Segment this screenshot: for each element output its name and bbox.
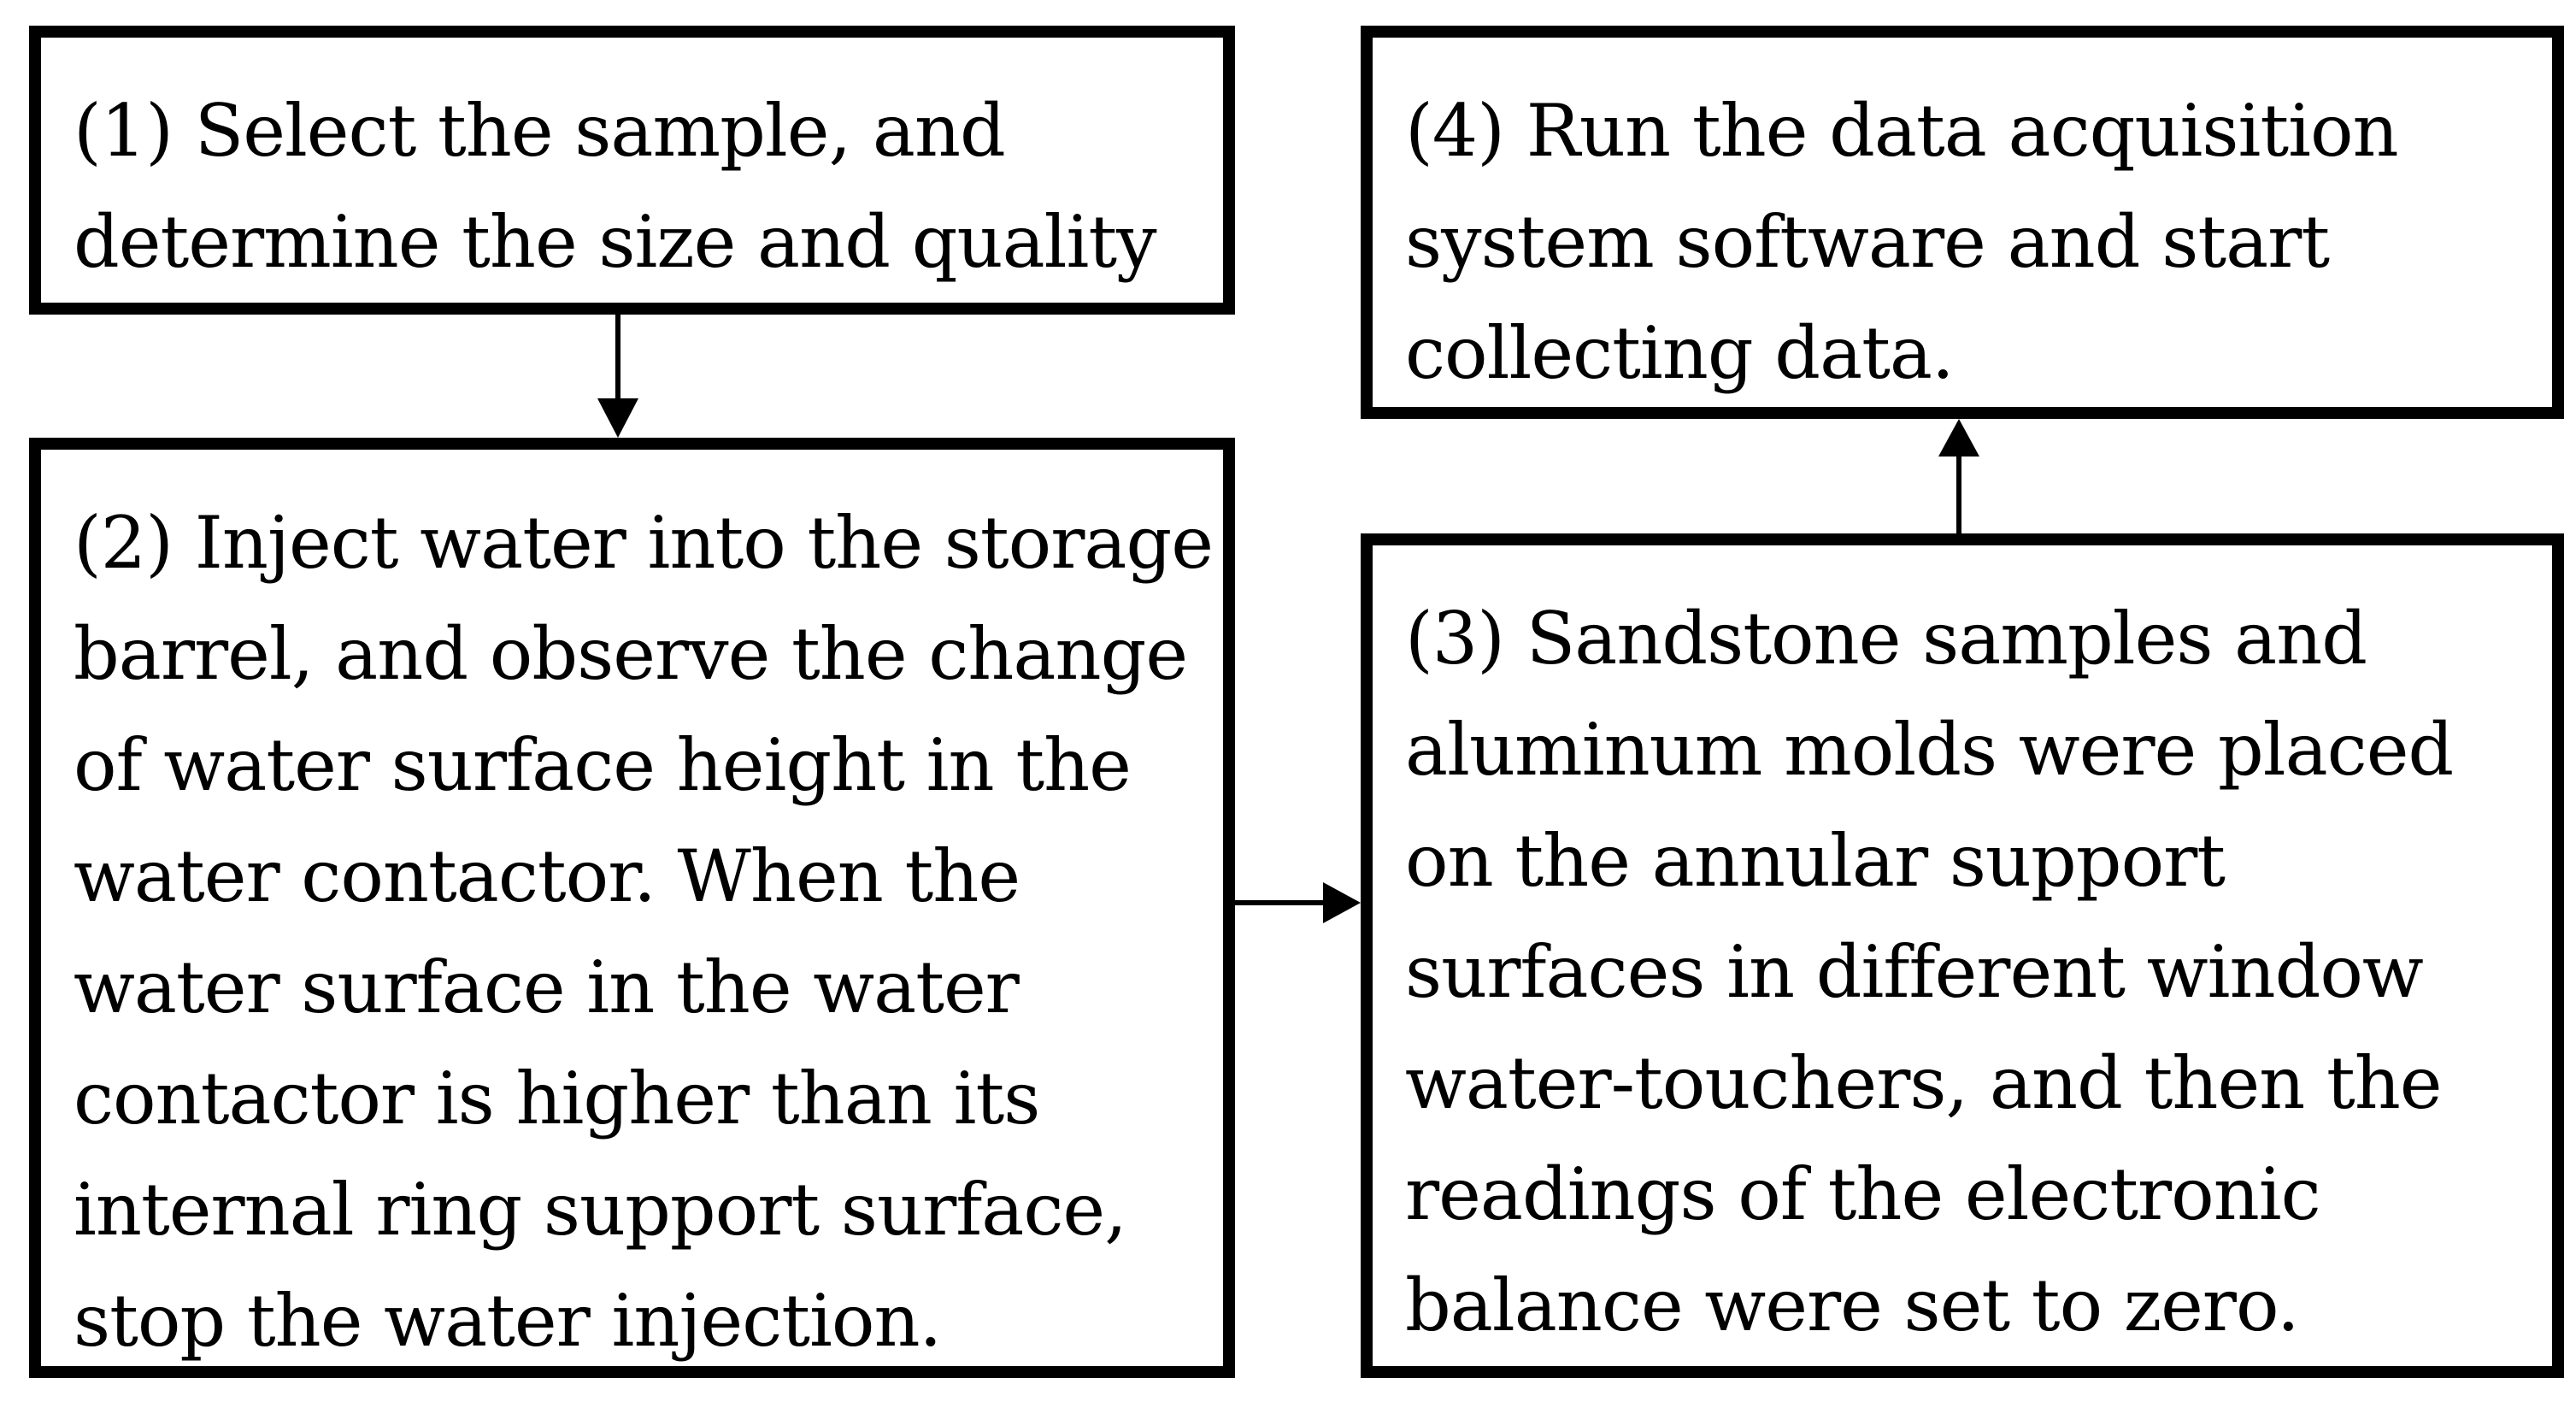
arrow-head-right: [1323, 882, 1361, 923]
step-4-box: (4) Run the data acquisition system soft…: [1361, 26, 2564, 419]
step-2-line: water contactor. When the: [74, 834, 1020, 918]
arrow-step-2-to-step-3: [1235, 882, 1361, 923]
arrow-head-down: [597, 398, 638, 438]
step-3-line: balance were set to zero.: [1405, 1264, 2300, 1347]
step-3-line: water-touchers, and then the: [1405, 1041, 2443, 1125]
step-2-line: water surface in the water: [74, 945, 1020, 1029]
step-3-line: on the annular support: [1405, 819, 2226, 903]
step-4-line: collecting data.: [1405, 311, 1955, 395]
step-1-line: determine the size and quality: [74, 200, 1157, 284]
arrow-step-1-to-step-2: [597, 315, 638, 438]
step-2-line: stop the water injection.: [74, 1279, 942, 1363]
step-1-box: (1) Select the sample, and determine the…: [29, 26, 1235, 315]
step-4-text: (4) Run the data acquisition system soft…: [1405, 75, 2509, 409]
step-3-line: (3) Sandstone samples and: [1405, 597, 2367, 680]
step-2-line: contactor is higher than its: [74, 1057, 1040, 1140]
step-1-text: (1) Select the sample, and determine the…: [74, 75, 1180, 297]
step-3-box: (3) Sandstone samples and aluminum molds…: [1361, 533, 2564, 1378]
step-2-line: barrel, and observe the change: [74, 612, 1188, 696]
step-2-text: (2) Inject water into the storage barrel…: [74, 487, 1214, 1376]
step-3-line: surfaces in different window: [1405, 930, 2424, 1014]
step-2-box: (2) Inject water into the storage barrel…: [29, 438, 1235, 1378]
step-3-line: aluminum molds were placed: [1405, 708, 2454, 792]
arrow-head-up: [1938, 419, 1979, 457]
step-2-line: (2) Inject water into the storage: [74, 501, 1214, 585]
step-1-line: (1) Select the sample, and: [74, 89, 1006, 173]
step-3-text: (3) Sandstone samples and aluminum molds…: [1405, 583, 2509, 1361]
step-4-line: system software and start: [1405, 200, 2330, 284]
step-3-line: readings of the electronic: [1405, 1152, 2321, 1236]
step-2-line: internal ring support surface,: [74, 1168, 1127, 1252]
step-4-line: (4) Run the data acquisition: [1405, 89, 2399, 173]
arrow-step-3-to-step-4: [1938, 419, 1979, 533]
step-2-line: of water surface height in the: [74, 723, 1132, 807]
